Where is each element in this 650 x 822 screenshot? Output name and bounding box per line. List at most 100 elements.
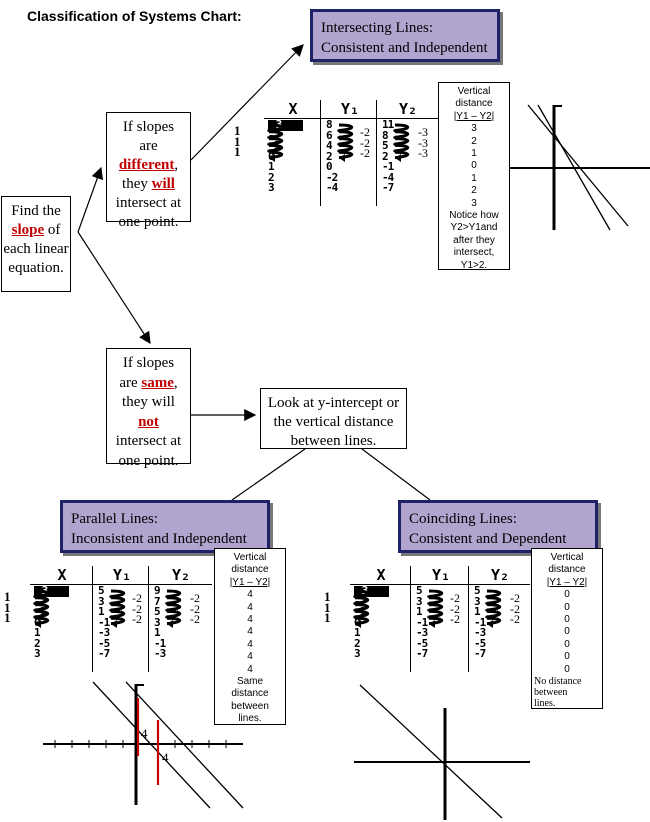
- calc-cell: -2: [354, 594, 366, 608]
- calc-cell: 2: [34, 636, 41, 650]
- calc-header-x: X: [57, 566, 67, 584]
- vd-value: 0: [564, 589, 570, 601]
- arrow-different-to-intersecting: [190, 44, 304, 161]
- vd-note: between: [231, 700, 269, 712]
- calc-cell: 2: [354, 636, 361, 650]
- diff-value: -3: [418, 146, 428, 160]
- x-diff-value: 1: [4, 610, 11, 625]
- calc-cell: 5: [474, 584, 481, 597]
- calc-cell: -7: [98, 647, 110, 660]
- intersecting-lines-header: Intersecting Lines: Consistent and Indep…: [310, 9, 500, 62]
- distance-label-2: 4: [162, 750, 169, 765]
- graph-coinciding: [354, 684, 530, 820]
- calc-cell: 8: [382, 128, 389, 142]
- calc-header-rule: [350, 584, 530, 585]
- diff-value: -2: [190, 601, 200, 616]
- x-diff-value: 1: [4, 589, 11, 604]
- find-slope-keyword: slope: [11, 222, 45, 238]
- calc-cell: 5: [416, 584, 423, 597]
- calc-cell: 1: [474, 605, 481, 618]
- calc-header-rule: [264, 118, 438, 119]
- vertical-distance-box-coinciding: Vertical distance |Y1 – Y2| 0 0 0 0 0 0 …: [531, 548, 603, 709]
- calc-cell: -5: [474, 636, 486, 650]
- difference-arrow-icon: [266, 122, 288, 167]
- same-line-2: are: [119, 374, 142, 391]
- calc-cell: -3: [416, 626, 428, 639]
- coinciding-lines-header: Coinciding Lines: Consistent and Depende…: [398, 500, 598, 553]
- calc-header-y2: Y₂: [398, 100, 418, 118]
- calc-cell: 11: [382, 118, 394, 131]
- difference-arrow-icon: [336, 122, 358, 167]
- calc-cell: -1: [98, 615, 110, 629]
- calc-cell: 0: [326, 160, 333, 173]
- vd-value: 0: [564, 601, 570, 613]
- calc-column-divider: [92, 566, 93, 672]
- calc-column-divider: [410, 566, 411, 672]
- calc-cell: 2: [326, 149, 333, 163]
- calc-header-y2: Y₂: [490, 566, 510, 584]
- line-y2: [125, 681, 244, 809]
- difference-arrow-icon: [352, 588, 374, 633]
- vd-value: 0: [564, 614, 570, 626]
- vd-head-3: |Y1 – Y2|: [453, 110, 495, 122]
- calc-cell: -2: [326, 170, 338, 184]
- will-keyword: will: [151, 176, 175, 192]
- y2-differences: -3-3-3: [418, 126, 428, 160]
- x-diff-value: 1: [324, 589, 331, 604]
- diff-value: -2: [132, 612, 142, 626]
- same-line-1: If slopes: [122, 355, 175, 371]
- difference-arrow-icon: [108, 588, 130, 633]
- calc-cell: 1: [34, 626, 41, 639]
- calc-header-y1: Y₁: [112, 566, 132, 584]
- diff-value: -2: [132, 591, 142, 605]
- line-look-to-parallel: [231, 448, 306, 501]
- coinciding-title: Coinciding Lines:: [409, 511, 517, 527]
- calc-cell: 2: [382, 149, 389, 163]
- diff-value: -3: [418, 135, 428, 150]
- vd-note: distance: [231, 688, 269, 700]
- calc-cell: -4: [326, 181, 338, 194]
- line-y1: [527, 104, 629, 227]
- vd-note: Y2>Y1and: [450, 222, 498, 234]
- find-slope-text-2: of each linear equation.: [3, 222, 69, 276]
- same-keyword: same: [141, 374, 174, 391]
- calc-cell: 5: [98, 584, 105, 597]
- calc-header-x: X: [288, 100, 298, 118]
- graph-intersecting: [510, 104, 650, 231]
- find-slope-box: Find the slope of each linear equation.: [1, 196, 71, 292]
- calc-cell: 1: [354, 626, 361, 639]
- parallel-subtitle: Inconsistent and Independent: [71, 531, 247, 547]
- arrow-find-to-same: [77, 231, 151, 345]
- different-slopes-box: If slopes are different, they will inter…: [106, 112, 191, 230]
- diff-value: -2: [190, 612, 200, 626]
- calc-cell: 3: [268, 181, 275, 194]
- calc-cell: -1: [382, 160, 394, 173]
- x-diff-value: 1: [324, 610, 331, 625]
- difference-arrow-icon: [32, 588, 54, 633]
- not-keyword: not: [138, 413, 159, 430]
- x-diff-value: 1: [4, 599, 11, 615]
- calc-cell: 1: [98, 605, 105, 618]
- vd-value: 4: [247, 626, 253, 638]
- vd-head-1: Vertical: [550, 552, 584, 563]
- distance-label-1: 4: [141, 726, 148, 741]
- vd-value: 2: [471, 135, 477, 147]
- look-line-2: the vertical distance: [273, 414, 394, 430]
- diff-value: -2: [360, 125, 370, 139]
- calc-header-y1: Y₁: [431, 566, 451, 584]
- vd-value: 3: [471, 197, 477, 209]
- vd-note: Y1>2.: [460, 259, 488, 271]
- diff-value: -2: [510, 591, 520, 605]
- vd-value: 0: [564, 651, 570, 663]
- difference-arrow-icon: [164, 588, 186, 633]
- same-comma: ,: [173, 374, 178, 391]
- vd-note: intersect,: [453, 247, 495, 259]
- vd-head-2: distance: [231, 564, 269, 576]
- difference-arrow-icon: [392, 122, 414, 167]
